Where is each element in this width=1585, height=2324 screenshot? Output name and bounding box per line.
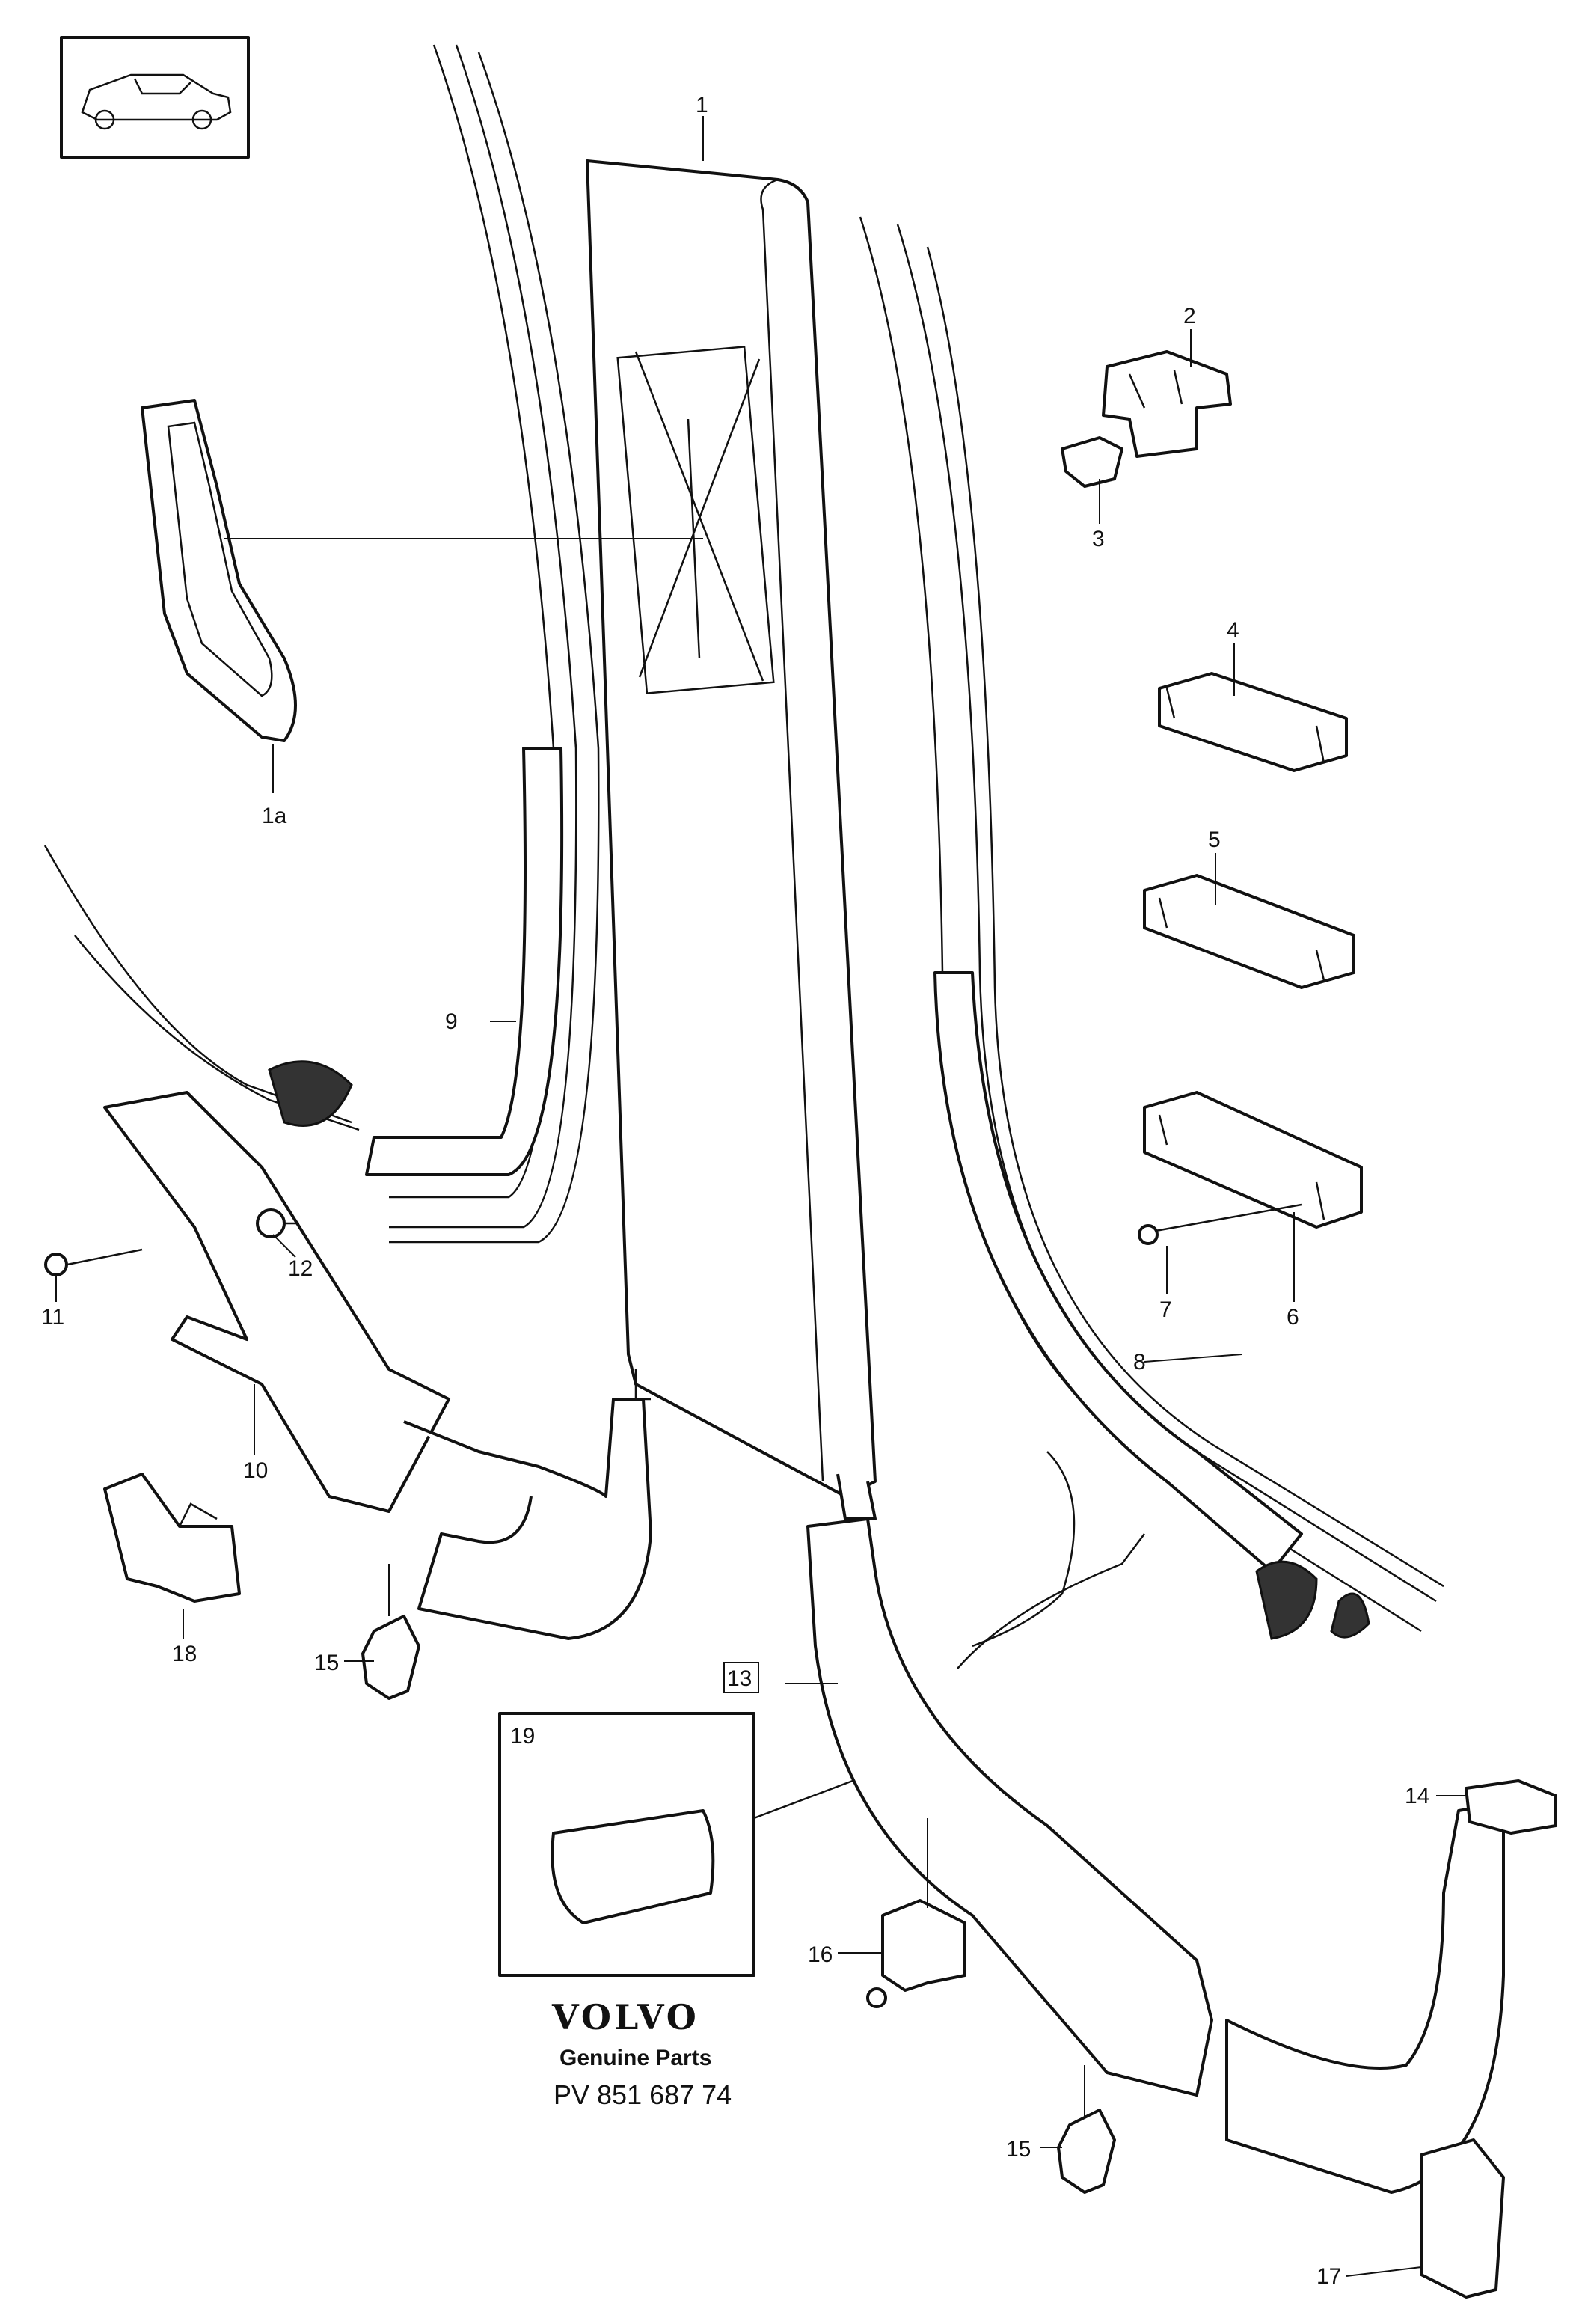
door-frame-left xyxy=(43,44,600,1244)
label-part-12: 12 xyxy=(288,1256,313,1281)
part-15-clip-lower xyxy=(1057,2109,1116,2194)
label-part-7: 7 xyxy=(1159,1297,1172,1322)
brand-subtitle: Genuine Parts xyxy=(559,2046,711,2070)
part-10-trim xyxy=(103,1091,652,1640)
label-part-14: 14 xyxy=(1405,1784,1429,1808)
part-19-inset xyxy=(498,1712,853,1977)
label-part-13-box xyxy=(723,1662,759,1693)
label-part-1a: 1a xyxy=(262,804,287,828)
label-part-8: 8 xyxy=(1133,1350,1146,1374)
part-2-clip xyxy=(1102,350,1232,458)
part-5-clip-rail xyxy=(1143,874,1355,989)
part-number: PV 851 687 74 xyxy=(554,2079,732,2110)
part-9-weatherstrip xyxy=(268,747,564,1176)
part-8-weatherstrip xyxy=(859,216,1444,1640)
part-4-clip-rail xyxy=(1158,672,1348,772)
part-1a-insert xyxy=(141,399,297,742)
label-part-11: 11 xyxy=(41,1305,64,1330)
label-part-16: 16 xyxy=(808,1942,833,1967)
part-1-pillar-panel xyxy=(586,159,877,1520)
car-thumbnail xyxy=(60,36,250,159)
brand-logo-text: VOLVO xyxy=(551,1997,699,2037)
label-part-3: 3 xyxy=(1092,527,1105,551)
label-part-9: 9 xyxy=(445,1009,458,1034)
label-part-1: 1 xyxy=(696,93,708,117)
part-18-clip xyxy=(103,1473,241,1603)
part-11-screw xyxy=(44,1248,143,1276)
label-part-6: 6 xyxy=(1287,1305,1299,1330)
part-15-clip-upper xyxy=(361,1615,420,1700)
leader-lines xyxy=(55,116,1466,2277)
label-part-5: 5 xyxy=(1208,828,1221,852)
label-part-18: 18 xyxy=(172,1642,197,1666)
part-3-clip xyxy=(1061,436,1123,488)
label-part-19: 19 xyxy=(510,1724,535,1749)
label-part-15-lower: 15 xyxy=(1006,2137,1031,2162)
label-part-15-upper: 15 xyxy=(314,1651,339,1675)
part-6-clip-rail xyxy=(1143,1091,1363,1229)
label-part-13: 13 xyxy=(727,1666,752,1691)
part-12-bolt xyxy=(256,1208,299,1238)
label-part-17: 17 xyxy=(1316,2264,1341,2289)
part-14-clip xyxy=(1465,1779,1557,1835)
part-17-clip xyxy=(1420,2138,1505,2299)
label-part-4: 4 xyxy=(1227,618,1239,643)
label-part-2: 2 xyxy=(1183,304,1196,328)
part-16-clip xyxy=(866,1899,966,2008)
part-7-screw xyxy=(1138,1203,1302,1245)
label-part-10: 10 xyxy=(243,1458,268,1483)
part-13-sill-trim xyxy=(806,1451,1505,2194)
